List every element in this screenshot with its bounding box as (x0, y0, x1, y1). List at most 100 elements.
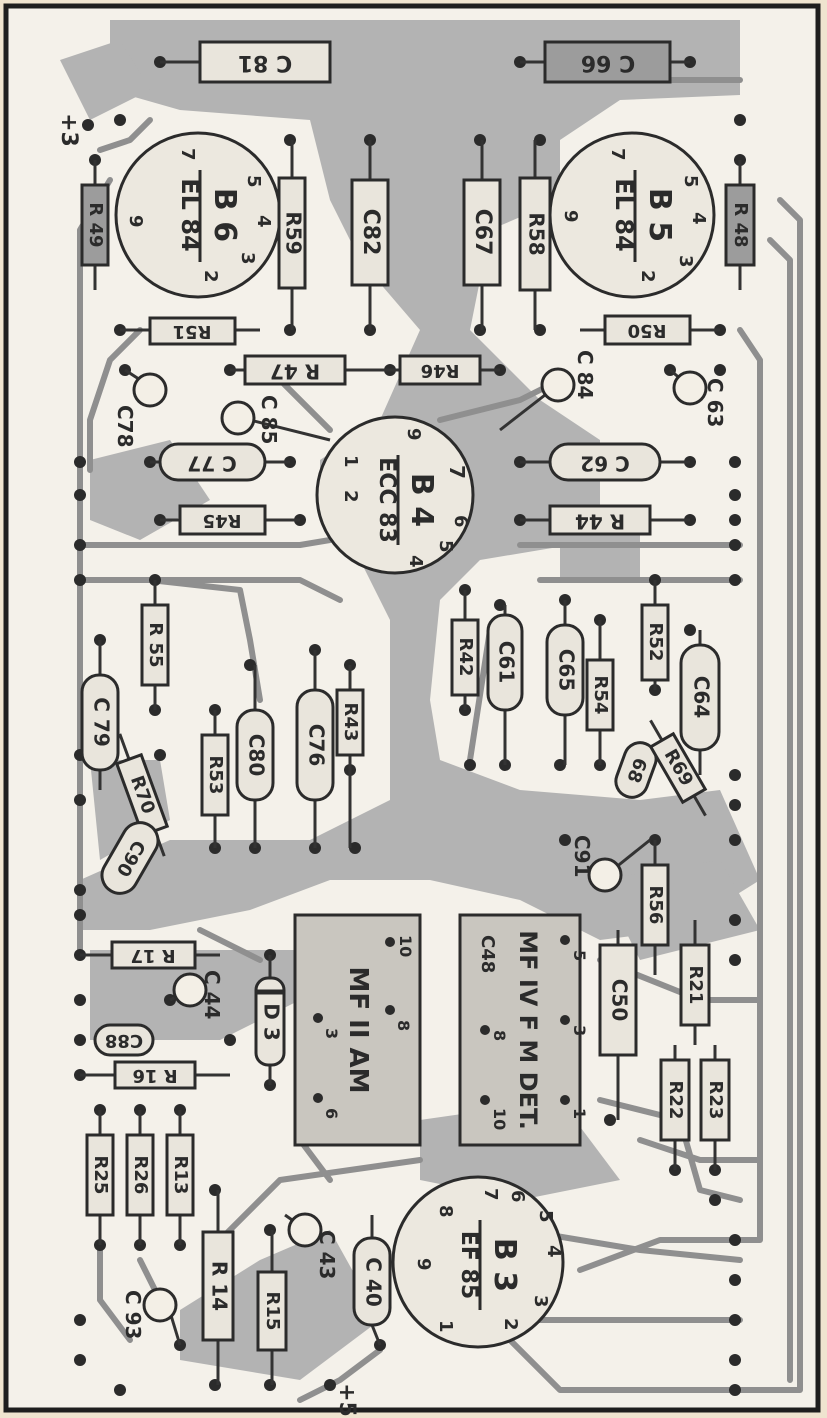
module-pin: 5 (570, 950, 589, 961)
resistor-r58: R58 (518, 140, 552, 330)
r46-label: R46 (421, 360, 460, 381)
r22-label: R22 (665, 1081, 686, 1120)
tube-b5-pin: 2 (637, 270, 658, 283)
module-pin: 10 (396, 935, 415, 957)
resistor-r50: R50 (580, 314, 720, 346)
c66-label: C 66 (581, 50, 635, 75)
resistor-r43: R43 (335, 665, 365, 848)
resistor-r48: R 48 (724, 160, 756, 290)
capacitor-c84: C 84 (499, 350, 597, 432)
r21-label: R21 (685, 966, 706, 1005)
r42-label: R42 (455, 638, 476, 677)
diode-d3: D 3 (254, 955, 286, 1085)
tube-b6-pin: 2 (200, 270, 221, 283)
module-pin: 6 (322, 1108, 341, 1119)
r47-label: R 47 (270, 360, 320, 384)
c67-label: C67 (470, 209, 495, 256)
r52-label: R52 (645, 623, 666, 662)
module-pin: 8 (394, 1020, 413, 1031)
tube-b4-pin: 2 (340, 490, 361, 503)
tube-b5-pin: 5 (680, 175, 701, 188)
capacitor-c68: 68 (614, 741, 658, 799)
tube-b5: B 5 EL 84 7 5 4 3 2 9 (548, 131, 716, 299)
resistor-r22: R22 (659, 1045, 691, 1170)
r26-label: R26 (130, 1156, 151, 1195)
resistor-r49: R 49 (80, 160, 110, 290)
capacitor-c43: C 43 (284, 1212, 339, 1279)
resistor-r23: R23 (699, 1045, 731, 1170)
capacitor-c77: C 77 (150, 442, 290, 482)
r56-label: R56 (645, 886, 666, 925)
c61-label: C61 (495, 641, 519, 684)
module-mf-ii-am: MF II AM 10 8 3 6 (293, 913, 422, 1147)
c65-label: C65 (555, 649, 579, 692)
tube-b4-pin: 4 (405, 555, 426, 568)
c82-label: C82 (358, 209, 383, 256)
tube-b3-ref: B 3 (487, 1238, 522, 1292)
c76-label: C76 (305, 724, 329, 767)
resistor-r54: R54 (585, 620, 615, 765)
tube-b3-pin: 8 (435, 1205, 456, 1218)
r53-label: R53 (205, 756, 226, 795)
c91-label: C91 (570, 835, 594, 878)
tube-b3-pin: 4 (543, 1245, 564, 1258)
c62-label: C 62 (580, 452, 629, 476)
r16-label: R 16 (132, 1065, 177, 1086)
c43-label: C 43 (315, 1230, 339, 1279)
tube-b3: B 3 EF 85 7 6 5 4 3 2 1 8 9 (391, 1175, 565, 1349)
c79-label: C 79 (90, 697, 114, 746)
r50-label: R50 (628, 320, 667, 341)
r23-label: R23 (705, 1081, 726, 1120)
module-mf-ii-am-label: MF II AM (343, 966, 373, 1093)
tube-b4-pin: 6 (450, 515, 471, 528)
r25-label: R25 (90, 1156, 111, 1195)
module-pin: 8 (490, 1030, 509, 1041)
r44-label: R 44 (575, 510, 625, 534)
capacitor-c67: C67 (462, 140, 502, 330)
r17-label: R 17 (130, 945, 175, 966)
tube-b3-pin: 9 (413, 1258, 434, 1271)
tube-b6: B 6 EL 84 7 5 4 3 2 9 (114, 131, 282, 299)
capacitor-c66: C 66 (520, 40, 690, 84)
tube-b3-pin: 1 (435, 1320, 456, 1333)
r51-label: R51 (173, 321, 212, 342)
r55-label: R 55 (145, 622, 166, 667)
resistor-r13: R13 (165, 1110, 195, 1245)
tube-b6-pin: 4 (253, 215, 274, 228)
c81-label: C 81 (238, 50, 292, 75)
c44-label: C 44 (200, 970, 224, 1019)
capacitor-c61: C61 (486, 605, 524, 765)
tube-b4-pin: 9 (403, 428, 424, 441)
r15-label: R15 (262, 1292, 283, 1331)
capacitor-c50: C50 (598, 930, 638, 1120)
capacitor-c40: C 40 (352, 1215, 392, 1346)
tube-b5-pin: 4 (688, 212, 709, 225)
capacitor-c65: C65 (545, 600, 585, 765)
resistor-r42: R42 (450, 590, 480, 710)
resistor-r51: R51 (120, 316, 260, 346)
tube-b5-pin: 9 (560, 210, 581, 223)
c88-label: C88 (105, 1030, 143, 1051)
c63-label: C 63 (703, 378, 727, 427)
c85-label: C 85 (257, 395, 281, 444)
capacitor-c85: C 85 (220, 395, 331, 444)
c64-label: C64 (690, 676, 714, 719)
capacitor-c64: C64 (679, 630, 721, 775)
tube-b3-pin: 7 (480, 1188, 501, 1201)
resistor-r56: R56 (640, 840, 670, 975)
tube-b5-ref: B 5 (642, 188, 677, 242)
resistor-r17: R 17 (80, 940, 220, 970)
capacitor-c90: C90 (100, 821, 160, 895)
tube-b6-pin: 7 (177, 148, 198, 161)
capacitor-c88: C88 (93, 1023, 155, 1057)
c40-label: C 40 (362, 1257, 386, 1306)
capacitor-c82: C82 (350, 140, 390, 330)
tube-b4-ref: B 4 (404, 473, 439, 527)
tube-b5-type: EL 84 (610, 178, 638, 251)
resistor-r44: R 44 (520, 504, 690, 536)
capacitor-c93: C 93 (121, 1287, 182, 1346)
capacitor-c76: C76 (295, 650, 335, 848)
tube-b4: B 4 ECC 83 9 1 2 7 6 5 4 (315, 415, 475, 575)
c84-label: C 84 (573, 350, 597, 399)
